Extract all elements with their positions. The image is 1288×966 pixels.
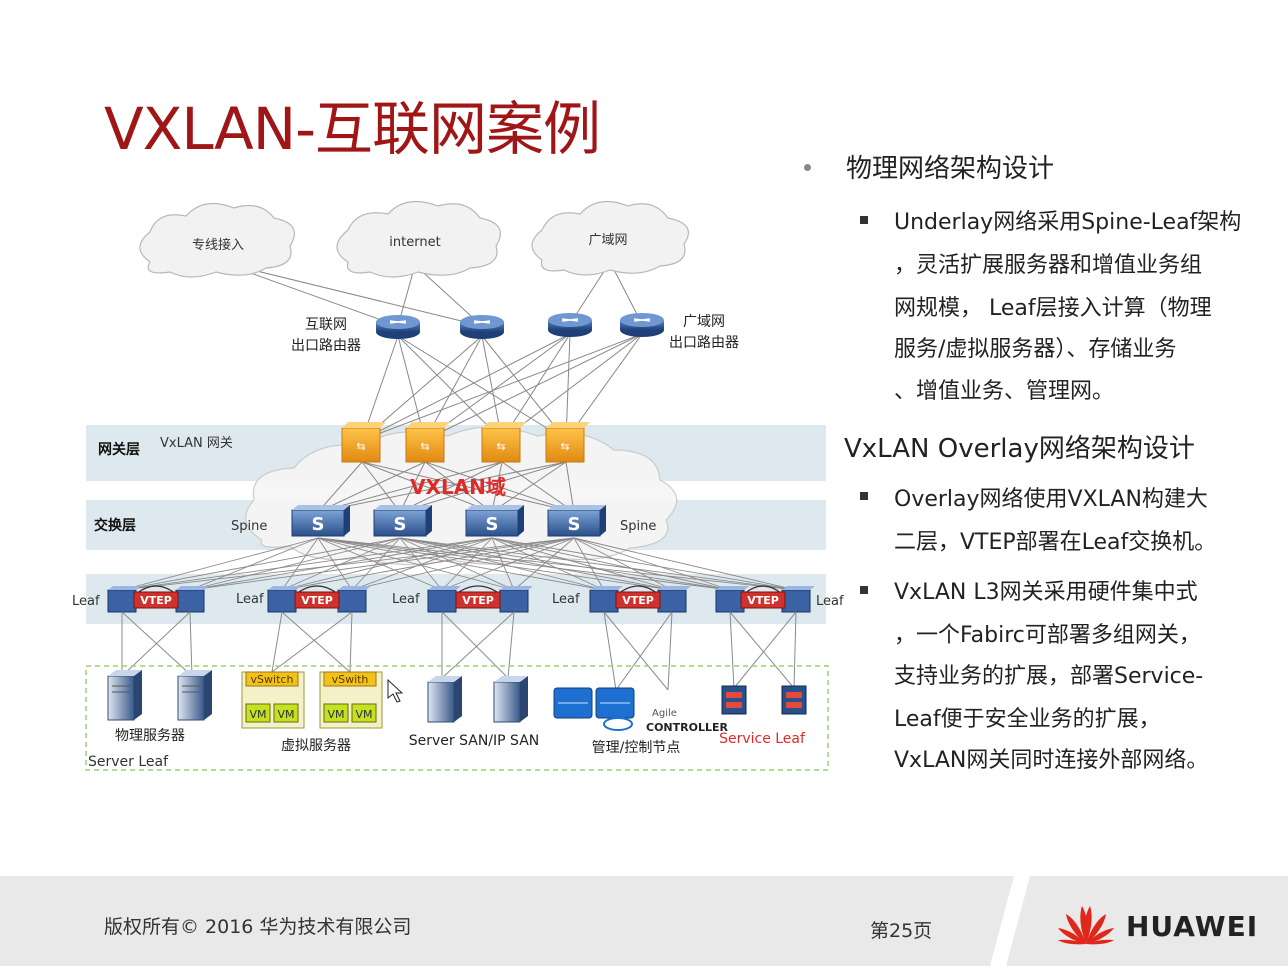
s2-item2-line5: VxLAN网关同时连接外部网络。 [894, 748, 1209, 773]
leaf-pair-1: VTEP [107, 585, 209, 613]
copyright-text: 版权所有© 2016 华为技术有限公司 [104, 916, 412, 938]
svg-text:VM: VM [327, 708, 344, 721]
leaf-pair-5: VTEP [715, 585, 815, 613]
s1-item1-line5: 、增值业务、管理网。 [894, 379, 1115, 404]
svg-text:⇆: ⇆ [420, 440, 429, 453]
cloud-wan [531, 200, 689, 276]
internet-router-label-2: 出口路由器 [291, 338, 361, 354]
section2-heading: VxLAN Overlay网络架构设计 [844, 434, 1195, 464]
leaf-label-3: Leaf [392, 592, 420, 607]
service-leaf-label: Service Leaf [719, 731, 806, 747]
s2-item2-line4: Leaf便于安全业务的扩展， [894, 707, 1161, 732]
vtep-label: VTEP [622, 594, 654, 607]
page-title: VXLAN-互联网案例 [104, 95, 601, 163]
brand-name: HUAWEI [1126, 910, 1259, 943]
mouse-cursor-icon [387, 678, 404, 703]
cloud-label-dedicated: 专线接入 [192, 237, 244, 253]
s1-item1-line1: Underlay网络采用Spine-Leaf架构 [894, 210, 1242, 235]
management-node-icons [553, 687, 635, 731]
svg-text:⇆: ⇆ [496, 440, 505, 453]
vxlan-domain-label: VXLAN域 [410, 475, 506, 499]
page-number: 第25页 [870, 920, 933, 942]
switch-layer-label: 交换层 [94, 517, 136, 534]
leaf-label-1: Leaf [72, 594, 100, 609]
s1-item1-line4: 服务/虚拟服务器）、存储业务 [894, 337, 1177, 362]
s2-item2-line2: ，一个Fabirc可部署多组网关， [894, 623, 1201, 648]
s1-item1-line2: ，灵活扩展服务器和增值业务组 [894, 253, 1203, 278]
svg-text:vSwith: vSwith [332, 673, 369, 686]
wan-router-label-1: 广域网 [683, 314, 725, 330]
leaf-pair-4: VTEP [589, 585, 691, 613]
svg-text:VM: VM [355, 708, 372, 721]
gateway-label: VxLAN 网关 [160, 436, 233, 451]
svg-text:VM: VM [249, 708, 266, 721]
physical-servers-label: 物理服务器 [115, 728, 185, 744]
svg-text:vSwitch: vSwitch [251, 673, 294, 686]
vtep-label: VTEP [747, 594, 779, 607]
s2-item1-line2: 二层，VTEP部署在Leaf交换机。 [894, 530, 1217, 555]
svg-text:⇆: ⇆ [356, 440, 365, 453]
vtep-label: VTEP [140, 594, 172, 607]
server-leaf-label: Server Leaf [88, 754, 169, 770]
svg-text:⇆: ⇆ [560, 440, 569, 453]
physical-server-icons [107, 670, 212, 721]
s1-item1-line3: 网规模， Leaf层接入计算（物理 [894, 296, 1212, 321]
svg-text:S: S [568, 514, 581, 535]
san-label: Server SAN/IP SAN [409, 733, 540, 749]
bullet-square-icon [860, 216, 868, 224]
internet-router-label-1: 互联网 [305, 317, 347, 333]
cloud-label-internet: internet [389, 235, 440, 250]
server-leaf-frame [85, 665, 829, 771]
bullet-dot-icon [804, 164, 811, 171]
leaf-label-5: Leaf [816, 594, 844, 609]
s2-item2-line1: VxLAN L3网关采用硬件集中式 [894, 580, 1198, 605]
management-label: 管理/控制节点 [592, 740, 681, 756]
virtual-servers-label: 虚拟服务器 [281, 738, 351, 754]
leaf-label-2: Leaf [236, 592, 264, 607]
wan-router-label-2: 出口路由器 [669, 335, 739, 351]
cloud-label-wan: 广域网 [588, 233, 627, 248]
bullet-square-icon [860, 492, 868, 500]
spine-label-left: Spine [231, 519, 267, 534]
section1-heading: 物理网络架构设计 [846, 154, 1055, 184]
vtep-label: VTEP [301, 594, 333, 607]
service-firewall-icons [721, 685, 807, 715]
svg-text:S: S [486, 514, 499, 535]
svg-text:S: S [312, 514, 325, 535]
bullet-square-icon [860, 586, 868, 594]
footer-slash-decoration [990, 876, 1030, 966]
leaf-groups: VTEP VTEP VTEP VTEP VTEP [107, 585, 815, 613]
leaf-pair-3: VTEP [427, 585, 533, 613]
cloud-internet [336, 200, 501, 278]
spine-leaf-links [121, 537, 797, 591]
svg-text:S: S [394, 514, 407, 535]
san-server-icons [427, 676, 528, 723]
svg-text:VM: VM [277, 708, 294, 721]
vtep-label: VTEP [462, 594, 494, 607]
virtual-server-boxes: vSwitch VM VM vSwith VM VM [241, 671, 383, 729]
cloud-dedicated-line [139, 202, 295, 278]
gateway-layer-label: 网关层 [98, 441, 140, 458]
s2-item2-line3: 支持业务的扩展，部署Service- [894, 664, 1204, 689]
s2-item1-line1: Overlay网络使用VXLAN构建大 [894, 487, 1208, 512]
huawei-logo-icon [1058, 906, 1114, 945]
spine-switch-icons: S S S S [291, 505, 606, 537]
gateway-switch-icons: ⇆ ⇆ ⇆ ⇆ [341, 422, 590, 463]
router-icons [376, 313, 664, 339]
agile-label: Agile [652, 708, 677, 719]
leaf-pair-2: VTEP [267, 585, 371, 613]
spine-label-right: Spine [620, 519, 656, 534]
leaf-label-4: Leaf [552, 592, 580, 607]
controller-label: CONTROLLER [646, 721, 728, 734]
